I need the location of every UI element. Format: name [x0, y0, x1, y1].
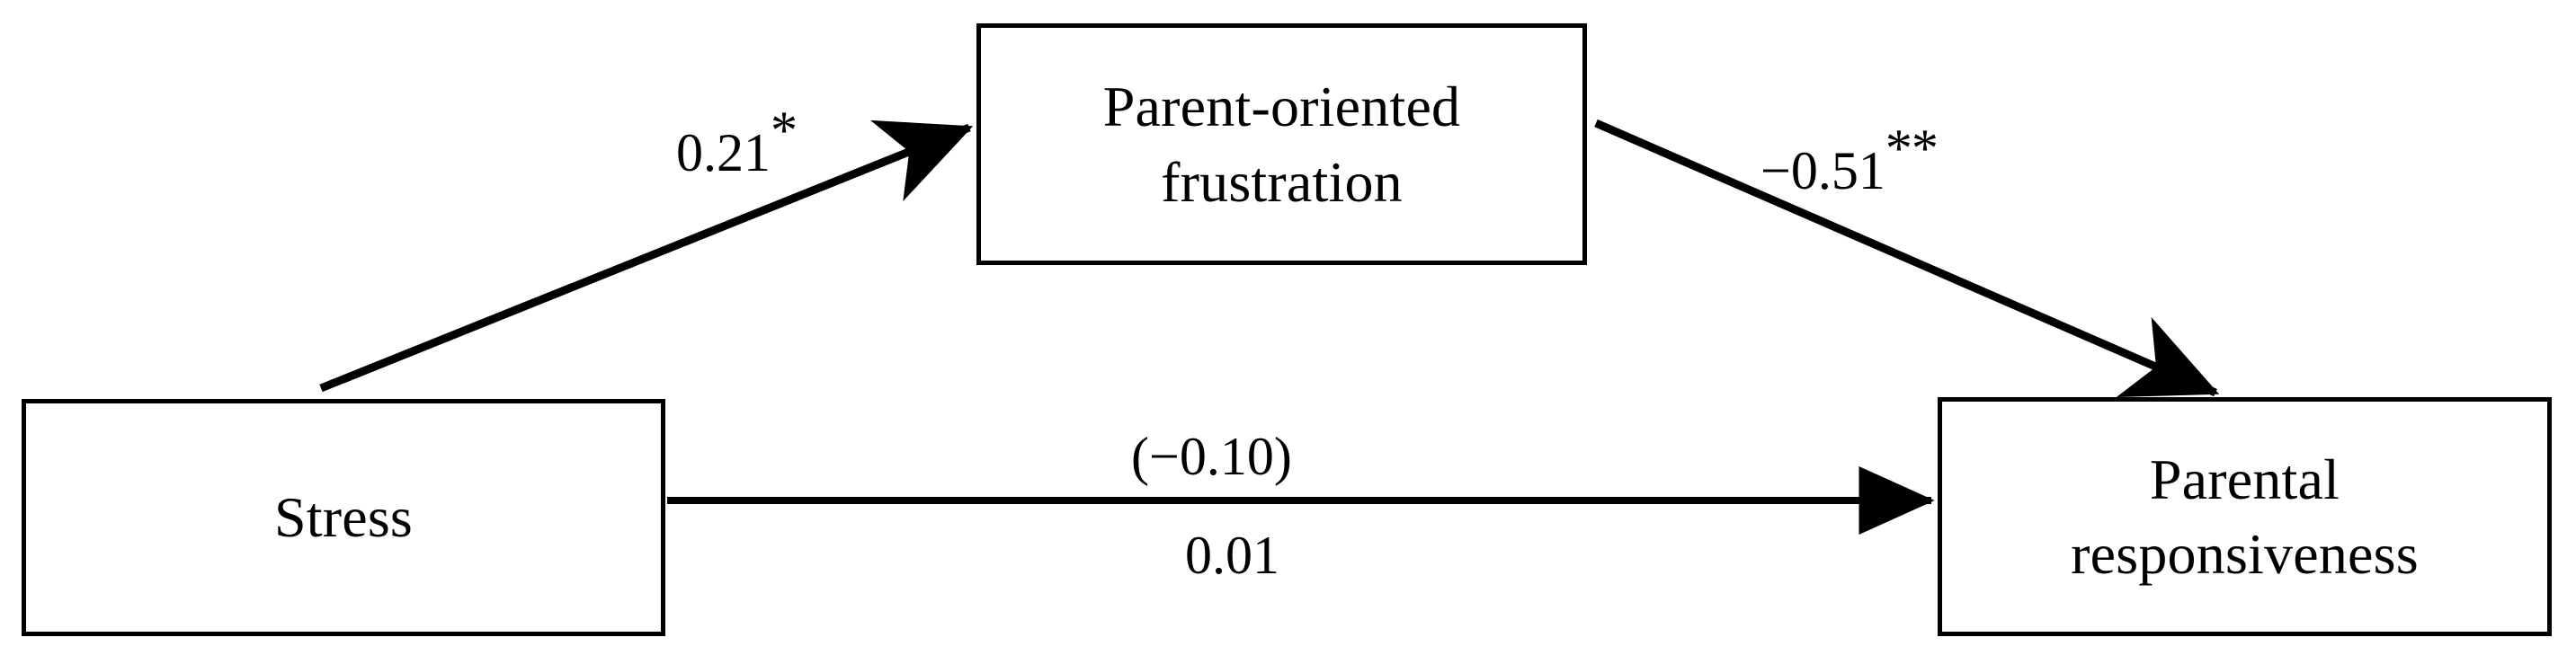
node-stress-label: Stress	[273, 485, 414, 550]
node-parent-oriented-frustration[interactable]: Parent-oriented frustration	[976, 23, 1587, 265]
edge-label-b-path-significance: **	[1885, 118, 1939, 178]
node-parental-responsiveness[interactable]: Parental responsiveness	[1938, 397, 2552, 636]
node-parent-oriented-frustration-label: Parent-oriented frustration	[1102, 75, 1461, 214]
edge-stress-to-frustration	[319, 120, 974, 393]
edge-label-total-effect-coefficient: (−0.10)	[1131, 427, 1292, 486]
edge-label-a-path-coefficient: 0.21	[676, 123, 771, 182]
node-stress[interactable]: Stress	[22, 399, 665, 636]
edge-label-direct-effect: 0.01	[1185, 528, 1279, 582]
edge-label-a-path: 0.21*	[676, 103, 798, 182]
edge-frustration-to-responsiveness	[1594, 119, 2220, 398]
edge-label-a-path-significance: *	[771, 100, 798, 160]
edge-label-total-effect: (−0.10)	[1131, 429, 1292, 483]
edge-label-direct-effect-coefficient: 0.01	[1185, 526, 1279, 585]
edge-label-b-path-coefficient: −0.51	[1760, 141, 1885, 200]
node-parental-responsiveness-label: Parental responsiveness	[2071, 447, 2419, 586]
edge-label-b-path: −0.51**	[1760, 121, 1939, 200]
